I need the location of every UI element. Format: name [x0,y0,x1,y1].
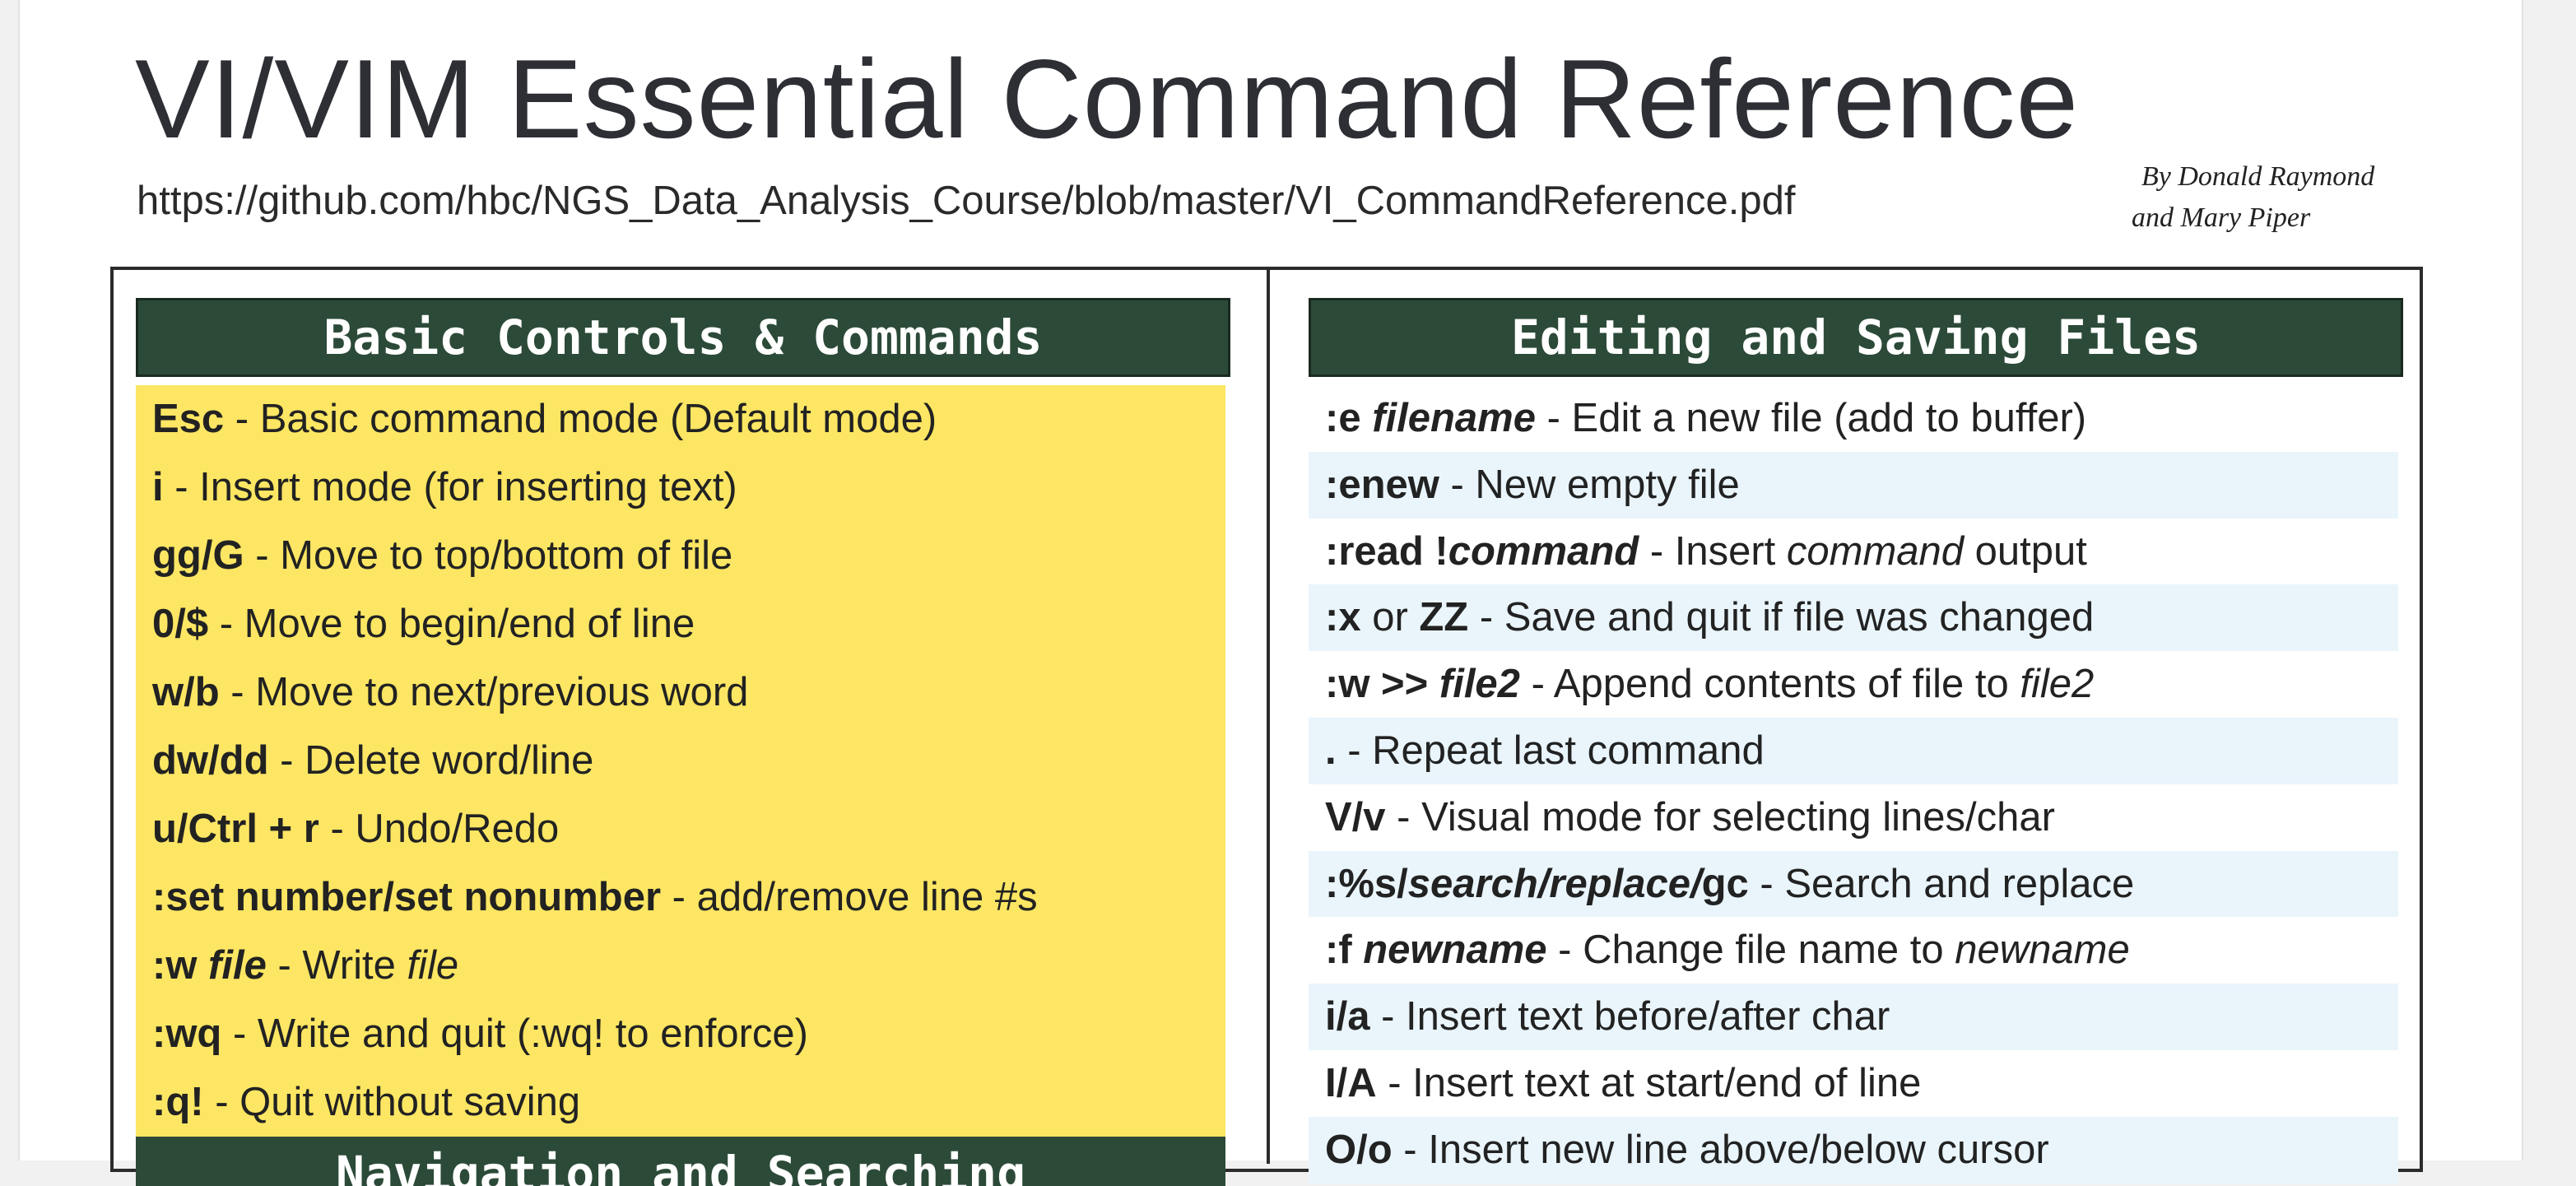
command-key: :w >> [1325,662,1439,707]
command-desc-em: file [407,943,459,988]
command-desc: - Insert text at start/end of line [1376,1060,1922,1105]
column-divider [1267,267,1270,1164]
list-item: :wq - Write and quit (:wq! to enforce) [152,1000,1209,1068]
command-key: dw/dd [152,738,269,783]
command-desc: - Insert mode (for inserting text) [163,465,737,509]
basic-controls-header: Basic Controls & Commands [136,298,1230,377]
list-item: :%s/search/replace/gc - Search and repla… [1309,850,2398,918]
list-item: I/A - Insert text at start/end of line [1309,1050,2398,1117]
command-desc: - Move to top/bottom of file [244,533,733,578]
list-item: :q! - Quit without saving [152,1068,1209,1137]
command-desc: - Append contents of file to [1519,662,2020,707]
command-key: :%s/ [1325,861,1408,906]
list-item: :enew - New empty file [1309,451,2398,519]
command-key: :x [1325,595,1361,640]
basic-controls-list: Esc - Basic command mode (Default mode) … [136,385,1225,1137]
command-key: :enew [1325,462,1439,507]
list-item: :f newname - Change file name to newname [1309,917,2398,984]
command-key: I/A [1325,1060,1377,1105]
source-url[interactable]: https://github.com/hbc/NGS_Data_Analysis… [137,179,1796,223]
command-desc: - add/remove line #s [661,875,1038,919]
command-key: :wq [152,1012,222,1056]
editing-saving-panel: Editing and Saving Files :e filename - E… [1309,298,2403,1184]
command-arg: file [208,943,267,988]
command-key: w/b [152,670,220,714]
command-key: i/a [1325,994,1370,1039]
list-item: . - Repeat last command [1309,717,2398,784]
author-byline: By Donald Raymond and Mary Piper [2132,156,2374,239]
command-desc: - Write and quit (:wq! to enforce) [221,1012,808,1056]
list-item: u/Ctrl + r - Undo/Redo [152,795,1209,863]
author-line-1: By Donald Raymond [2141,161,2375,192]
list-item: :w >> file2 - Append contents of file to… [1309,651,2398,718]
command-desc: - Repeat last command [1336,728,1765,773]
command-arg: filename [1372,396,1536,440]
command-arg: file2 [1439,662,1520,707]
list-item: gg/G - Move to top/bottom of file [152,522,1209,590]
command-desc-tail: output [1964,528,2087,574]
command-desc: - Insert new line above/below cursor [1392,1127,2049,1172]
command-key: V/v [1325,794,1386,840]
command-key: Esc [152,397,225,441]
command-desc: - Delete word/line [268,738,594,783]
command-desc: - Change file name to [1546,928,1955,973]
command-key: u/Ctrl + r [152,807,319,851]
command-key: :q! [152,1080,204,1124]
command-desc: - New empty file [1439,462,1740,507]
command-desc: - Search and replace [1748,861,2135,906]
command-key: . [1325,728,1337,773]
author-line-2: and Mary Piper [2132,202,2311,233]
command-key-2: ZZ [1419,595,1469,640]
command-arg: command [1448,528,1639,574]
command-key: gg/G [152,533,244,578]
navigation-searching-header: Navigation and Searching [136,1137,1225,1186]
command-key: :set number/set nonumber [152,875,662,919]
command-key: O/o [1325,1127,1393,1172]
list-item: :set number/set nonumber - add/remove li… [152,863,1209,932]
command-desc: - Move to next/previous word [219,670,749,714]
list-item: :x or ZZ - Save and quit if file was cha… [1309,584,2398,652]
list-item: :e filename - Edit a new file (add to bu… [1309,385,2398,452]
list-item: i/a - Insert text before/after char [1309,984,2398,1050]
command-arg: newname [1363,928,1547,973]
editing-saving-list: :e filename - Edit a new file (add to bu… [1309,385,2398,1184]
command-desc-em: command [1786,528,1965,574]
list-item: dw/dd - Delete word/line [152,727,1209,795]
command-arg: search/replace/ [1407,861,1702,906]
command-desc: - Basic command mode (Default mode) [224,397,937,441]
command-key-2: gc [1701,861,1749,906]
list-item: V/v - Visual mode for selecting lines/ch… [1309,784,2398,851]
basic-controls-panel: Basic Controls & Commands Esc - Basic co… [136,298,1230,1186]
command-connector: or [1360,595,1420,640]
list-item: 0/$ - Move to begin/end of line [152,590,1209,658]
list-item: w/b - Move to next/previous word [152,658,1209,727]
list-item: i - Insert mode (for inserting text) [152,453,1209,522]
command-desc: - Quit without saving [203,1080,581,1124]
command-key: :f [1325,928,1364,973]
command-desc: - Write [266,943,407,988]
command-key: :w [152,943,209,988]
command-desc-em: file2 [2020,662,2095,707]
command-desc: - Insert [1639,528,1787,574]
page-title: VI/VIM Essential Command Reference [135,36,2080,161]
list-item: :w file - Write file [152,932,1209,1000]
command-desc: - Undo/Redo [319,807,560,851]
command-key: i [152,465,164,509]
command-desc: - Insert text before/after char [1369,994,1890,1039]
command-key: :e [1325,396,1373,440]
editing-saving-header: Editing and Saving Files [1309,298,2403,377]
command-desc: - Edit a new file (add to buffer) [1536,396,2087,440]
list-item: Esc - Basic command mode (Default mode) [152,385,1209,453]
list-item: :read !command - Insert command output [1309,519,2398,585]
command-desc: - Move to begin/end of line [208,602,695,646]
command-key: :read ! [1325,528,1448,574]
command-desc-em: newname [1955,928,2130,973]
command-key: 0/$ [152,602,209,646]
list-item: O/o - Insert new line above/below cursor [1309,1116,2398,1184]
command-desc: - Visual mode for selecting lines/char [1385,794,2055,840]
command-desc: - Save and quit if file was changed [1468,595,2095,640]
